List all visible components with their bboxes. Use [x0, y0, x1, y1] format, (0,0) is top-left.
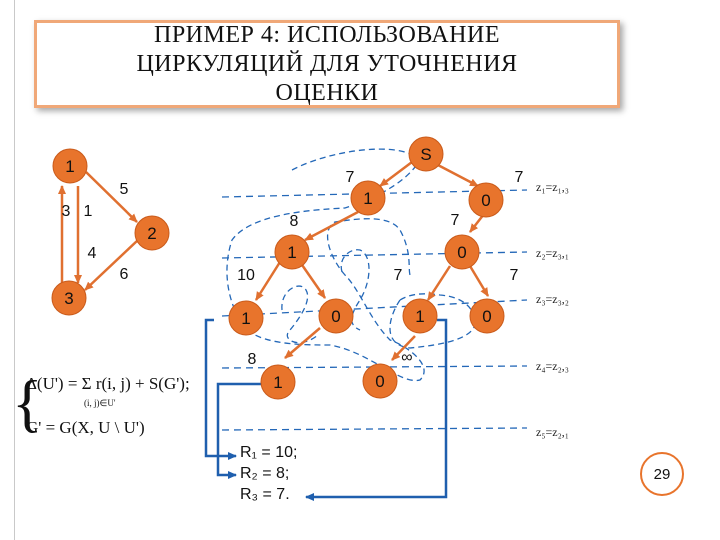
tree-node-j — [362, 363, 398, 399]
edge-1-1b — [254, 261, 282, 301]
result-arrow-1 — [204, 318, 237, 460]
level-line-2 — [221, 251, 528, 259]
page-number: 29 — [640, 452, 684, 496]
tree-node-e-label: 1 — [241, 309, 250, 328]
small-node-2-label: 2 — [147, 224, 156, 243]
tree-node-b — [468, 182, 504, 218]
edge-1-2 — [85, 171, 138, 223]
tree-edge-label-7c: 7 — [451, 212, 460, 229]
small-edge-labels: 5 3 1 4 6 — [62, 181, 129, 283]
formula-line-2: G' = G(X, U \ U') — [26, 418, 145, 437]
small-graph-edges — [58, 171, 139, 291]
tree-edge-label-10: 10 — [237, 267, 255, 284]
title-line-3: ОЦЕНКИ — [275, 79, 379, 106]
edge-0-0b — [468, 265, 490, 297]
edge-0-0 — [469, 213, 485, 233]
title-box: ПРИМЕР 4: ИСПОЛЬЗОВАНИЕ ЦИРКУЛЯЦИЙ ДЛЯ У… — [34, 20, 620, 108]
cut-contour-4 — [281, 285, 319, 344]
tree-node-i-label: 1 — [273, 373, 282, 392]
edge-1-0 — [298, 261, 327, 299]
title-line-2: ЦИРКУЛЯЦИЙ ДЛЯ УТОЧНЕНИЯ — [136, 50, 518, 77]
tree-node-h — [469, 298, 505, 334]
tree-node-s — [408, 136, 444, 172]
small-edge-label-4: 4 — [88, 245, 97, 262]
node-labels: 1 2 3 S 1 0 1 0 1 0 1 0 1 0 — [64, 145, 491, 392]
result-arrows — [204, 318, 448, 501]
formula-sum-subscript: (i, j)∈U' — [84, 398, 116, 408]
result-2: R₂ = 8; — [240, 465, 290, 482]
tree-edge-label-7e: 7 — [510, 267, 519, 284]
nodes — [51, 136, 505, 400]
results: R₁ = 10; R₂ = 8; R₃ = 7. — [240, 442, 297, 505]
tree-edge-label-inf: ∞ — [401, 349, 412, 366]
edge-2-3 — [84, 239, 139, 291]
tree-node-a — [350, 180, 386, 216]
edge-1-1c — [284, 327, 321, 359]
small-edge-label-1: 1 — [84, 203, 93, 220]
edge-s-0 — [435, 162, 479, 188]
level-label-1: z₁=z₁,₃ — [536, 180, 569, 194]
tree-edge-label-7d: 7 — [394, 267, 403, 284]
level-label-2: z₂=z₃,₁ — [536, 246, 569, 260]
tree-node-c-label: 1 — [287, 243, 296, 262]
tree-node-b-label: 0 — [481, 191, 490, 210]
tree-node-j-label: 0 — [375, 372, 384, 391]
level-label-3: z₃=z₃,₂ — [536, 292, 569, 306]
result-arrow-2 — [216, 382, 262, 479]
tree-node-f-label: 0 — [331, 307, 340, 326]
level-label-4: z₄=z₂,₃ — [536, 359, 569, 373]
level-label-5: z₅=z₂,₁ — [536, 425, 569, 439]
tree-edge-label-7a: 7 — [346, 169, 355, 186]
edge-1-0b — [391, 335, 416, 361]
tree-node-f — [318, 298, 354, 334]
small-node-1-label: 1 — [65, 157, 74, 176]
formula-line-1: Δ(U') = Σ r(i, j) + S(G'); — [26, 374, 190, 393]
tree-node-c — [274, 234, 310, 270]
tree-node-s-label: S — [420, 145, 431, 164]
small-edge-label-5: 5 — [120, 181, 129, 198]
small-edge-label-3: 3 — [62, 203, 71, 220]
title-line-1: ПРИМЕР 4: ИСПОЛЬЗОВАНИЕ — [154, 21, 500, 48]
level-labels: z₁=z₁,₃ z₂=z₃,₁ z₃=z₃,₂ z₄=z₂,₃ z₅=z₂,₁ — [536, 180, 569, 439]
edge-1-1 — [304, 210, 359, 242]
small-node-2 — [134, 215, 170, 251]
left-rule — [14, 0, 15, 540]
tree-edge-labels: 7 7 8 7 10 7 7 8 ∞ — [237, 169, 523, 368]
small-node-1 — [52, 148, 88, 184]
small-edge-label-6: 6 — [120, 266, 129, 283]
tree-edge-label-8a: 8 — [290, 213, 299, 230]
result-arrow-3 — [305, 318, 448, 501]
edge-0-1 — [426, 265, 452, 301]
small-node-3 — [51, 280, 87, 316]
tree-node-i — [260, 364, 296, 400]
tree-node-g-label: 1 — [415, 307, 424, 326]
tree-edges — [254, 161, 490, 361]
small-node-3-label: 3 — [64, 289, 73, 308]
tree-node-e — [228, 300, 264, 336]
result-3: R₃ = 7. — [240, 486, 290, 503]
edge-s-1 — [379, 161, 413, 187]
cut-contour-1 — [226, 148, 425, 382]
tree-node-h-label: 0 — [482, 307, 491, 326]
result-1: R₁ = 10; — [240, 444, 298, 461]
level-line-5 — [221, 427, 528, 431]
tree-node-d-label: 0 — [457, 243, 466, 262]
tree-edge-label-8b: 8 — [248, 351, 257, 368]
tree-node-a-label: 1 — [363, 189, 372, 208]
tree-node-d — [444, 234, 480, 270]
tree-node-g — [402, 298, 438, 334]
tree-edge-label-7b: 7 — [515, 169, 524, 186]
formula-brace: { — [12, 367, 43, 438]
